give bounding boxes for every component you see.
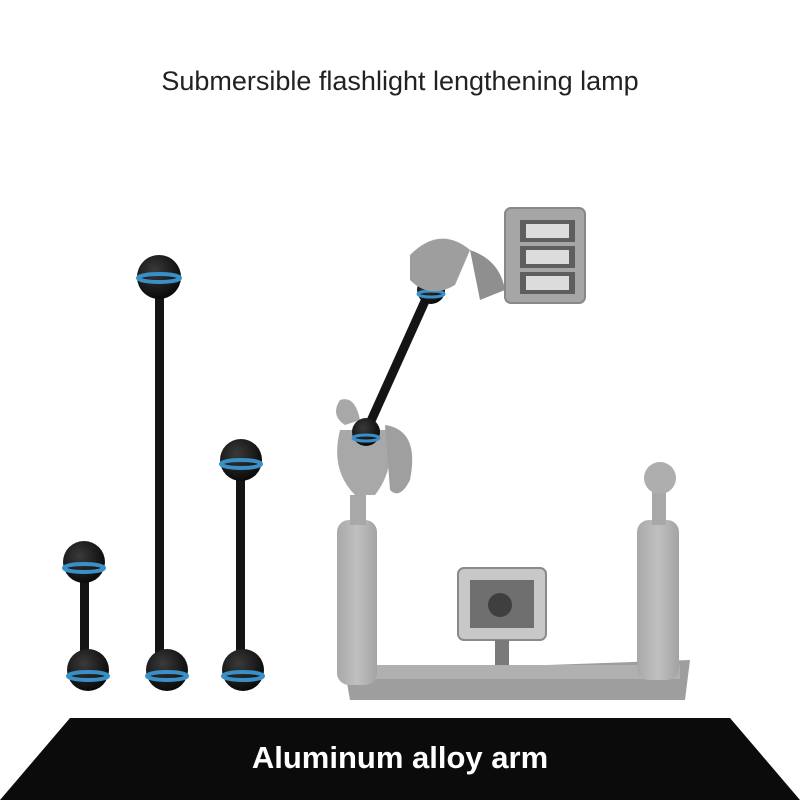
caption-text: Aluminum alloy arm (251, 740, 549, 775)
product-title: Submersible flashlight lengthening lamp (161, 66, 639, 96)
product-photo (62, 207, 690, 700)
camera-housing (457, 567, 547, 665)
mounted-arm-with-light (351, 207, 586, 446)
long-ball-arm (136, 255, 189, 691)
caption-banner (0, 718, 800, 800)
medium-ball-arm (219, 439, 265, 691)
short-ball-arm (62, 541, 110, 691)
dive-tray-rig (336, 399, 690, 700)
